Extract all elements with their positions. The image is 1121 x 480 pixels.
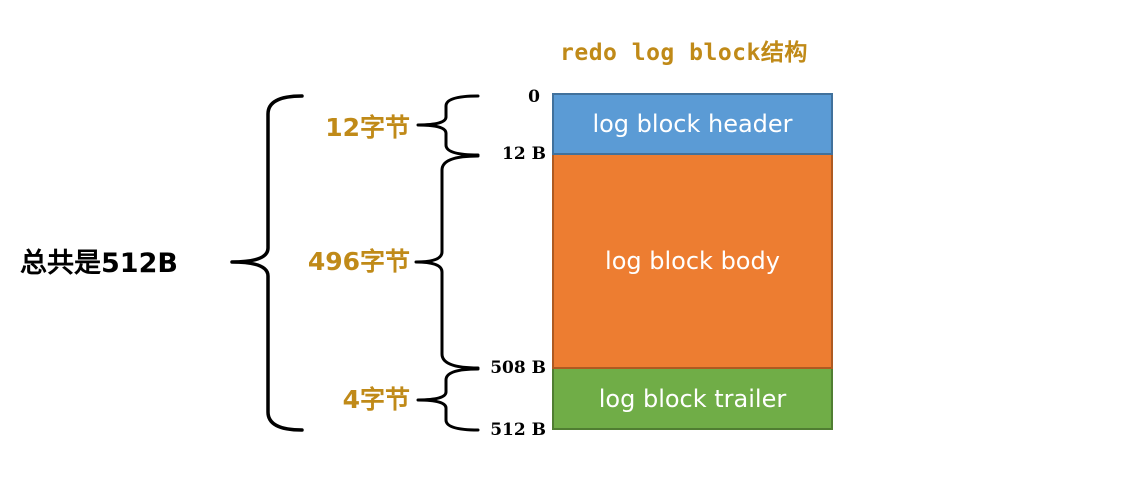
total-size-label: 总共是512B [20,248,178,279]
log-block-body: log block body [552,155,833,369]
offset-end: 512 B [490,420,546,440]
size-label-body: 496字节 [307,247,410,276]
log-block-trailer: log block trailer [552,369,833,430]
size-label-header: 12字节 [325,113,410,142]
diagram-title: redo log block结构 [560,40,808,66]
brace-header [416,94,480,157]
brace-trailer [416,367,480,432]
offset-body-end: 508 B [490,358,546,378]
offset-start: 0 [528,87,540,107]
brace-total [230,94,304,432]
offset-header-end: 12 B [502,144,546,164]
log-block-header-label: log block header [592,110,793,138]
log-block-body-label: log block body [605,247,780,275]
brace-body [414,154,480,370]
size-label-trailer: 4字节 [342,385,410,414]
log-block-trailer-label: log block trailer [598,384,787,413]
log-block-header: log block header [552,93,833,155]
